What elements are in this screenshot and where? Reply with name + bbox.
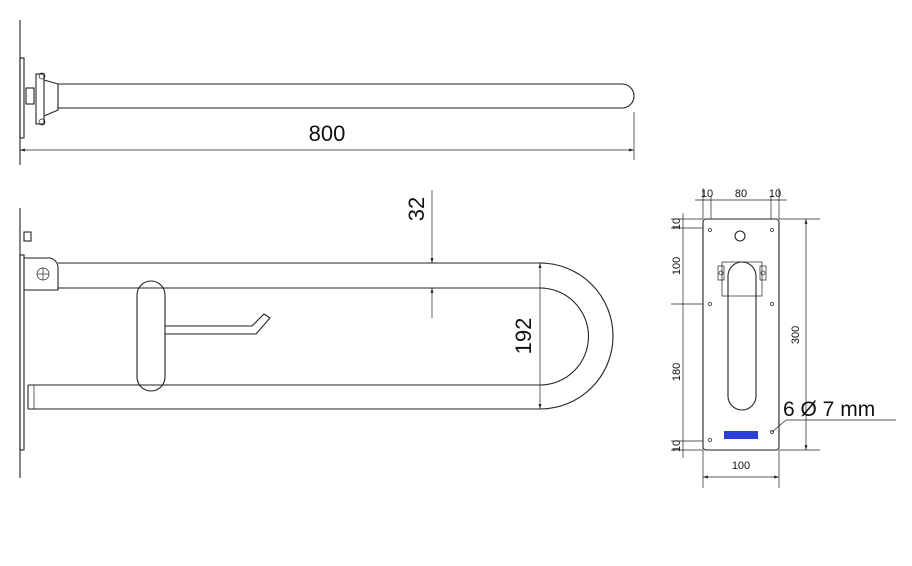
bracket-bolt-icon: [760, 270, 766, 276]
bracket-ear: [759, 265, 767, 281]
hinge-housing: [43, 79, 59, 117]
paper-holder: [165, 313, 271, 335]
dim-label-left-top: 10: [671, 218, 683, 230]
wall-plate-top: [19, 57, 25, 139]
dim-label-32: 32: [404, 197, 429, 221]
dim-label-top-left: 10: [701, 188, 713, 200]
dim-label-bottom: 100: [732, 460, 750, 472]
screw-hole-icon: [770, 302, 774, 306]
screw-hole-icon: [770, 430, 774, 434]
grab-bar-inner: [28, 287, 589, 386]
screw-hole-icon: [708, 302, 712, 306]
dim-label-192: 192: [511, 318, 536, 355]
leader-line: [771, 419, 787, 433]
dim-label-top-center: 80: [735, 188, 747, 200]
screw-hole-icon: [708, 438, 712, 442]
side-view: 32 192: [19, 190, 614, 478]
bolt-icon: [38, 118, 46, 126]
dim-label-left-bottom: 10: [671, 440, 683, 452]
screw-hole-icon: [708, 228, 712, 232]
bracket-bolt-icon: [718, 270, 724, 276]
plate-hole-icon: [734, 230, 746, 242]
plate-front-view: 10 80 10 10 100 180 10 300 100 6 Ø 7 mm: [671, 188, 896, 488]
brand-logo: [724, 431, 758, 439]
top-view: 800: [19, 20, 635, 165]
wall-plate: [702, 218, 780, 451]
bolt-icon: [38, 72, 46, 80]
dim-label-300: 300: [790, 326, 802, 344]
dim-label-left-upper: 100: [671, 257, 683, 275]
bar-slot: [727, 261, 757, 411]
dim-label-top-right: 10: [769, 188, 781, 200]
grab-bar-top: [58, 83, 635, 109]
dim-label-800: 800: [309, 121, 346, 146]
grip-sleeve: [136, 280, 166, 392]
holes-note: 6 Ø 7 mm: [783, 398, 875, 421]
screw-hole-icon: [770, 228, 774, 232]
wall-plate-side: [19, 254, 25, 451]
dim-label-left-lower: 180: [671, 363, 683, 381]
bracket-ear: [717, 265, 725, 281]
hinge-block: [35, 73, 45, 125]
grab-bar-outer: [28, 262, 614, 410]
hinge-side: [24, 257, 59, 291]
plate-tab: [23, 231, 32, 242]
hinge-pin: [25, 87, 35, 105]
